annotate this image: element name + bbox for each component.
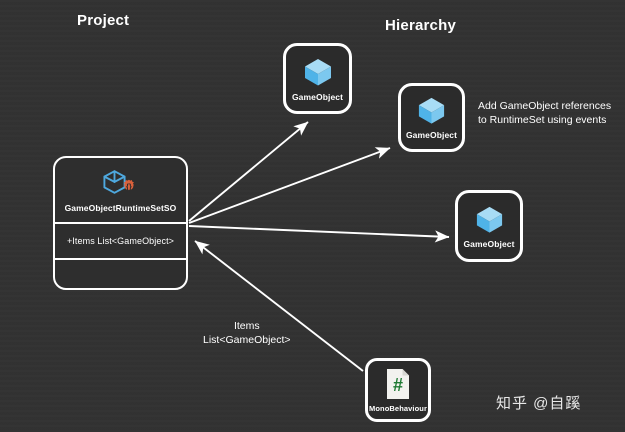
annotation-events-note: Add GameObject references to RuntimeSet …: [478, 99, 611, 127]
cube-icon: [474, 204, 505, 235]
scriptable-object-cube-icon: {}: [102, 168, 140, 200]
game-object-label: GameObject: [405, 130, 458, 140]
scriptable-object-field-items: +Items List<GameObject>: [66, 236, 175, 246]
cube-icon: [416, 95, 447, 126]
section-title-hierarchy: Hierarchy: [385, 17, 457, 34]
svg-text:#: #: [393, 375, 403, 395]
game-object-card-1[interactable]: GameObject: [283, 43, 352, 114]
svg-text:{}: {}: [125, 181, 131, 190]
arrow-so-to-gameobject-1: [188, 121, 309, 222]
annotation-items-note: Items List<GameObject>: [203, 319, 291, 347]
annotation-items-line2: List<GameObject>: [203, 334, 291, 346]
game-object-label: GameObject: [463, 238, 515, 249]
mono-behaviour-card[interactable]: # MonoBehaviour: [365, 358, 431, 422]
game-object-label: GameObject: [291, 91, 344, 102]
game-object-card-2[interactable]: GameObject: [398, 83, 465, 152]
scriptable-object-fields: +Items List<GameObject>: [55, 224, 186, 260]
arrow-so-to-gameobject-3: [188, 225, 450, 243]
game-object-card-3[interactable]: GameObject: [455, 190, 523, 262]
watermark: 知乎 @自蹊: [496, 395, 582, 412]
scriptable-object-methods: [55, 260, 186, 288]
section-title-project: Project: [77, 12, 130, 29]
mono-behaviour-label: MonoBehaviour: [369, 403, 427, 413]
annotation-events-line2: to RuntimeSet using events: [478, 114, 607, 126]
scriptable-object-header: {} GameObjectRuntimeSetSO: [55, 158, 186, 224]
annotation-events-line1: Add GameObject references: [478, 100, 612, 112]
csharp-script-icon: #: [384, 368, 412, 400]
annotation-items-line1: Items: [233, 320, 260, 332]
scriptable-object-class-box[interactable]: {} GameObjectRuntimeSetSO +Items List<Ga…: [53, 156, 188, 290]
arrow-monobehaviour-to-so: [194, 240, 364, 372]
arrow-so-to-gameobject-2: [188, 147, 391, 224]
cube-icon: [302, 56, 334, 88]
scriptable-object-name: GameObjectRuntimeSetSO: [64, 202, 177, 213]
